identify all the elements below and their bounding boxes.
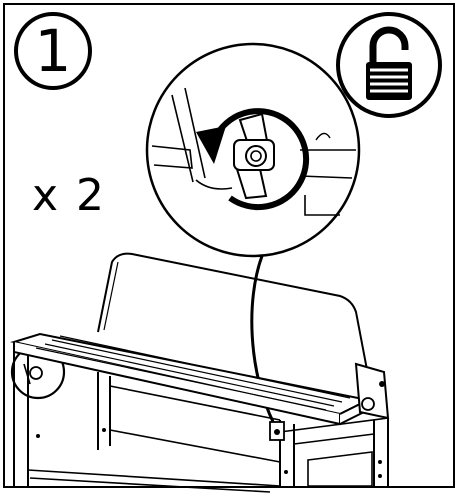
back-panel: [97, 252, 373, 397]
stand-frame: [13, 352, 389, 493]
step-number: 1: [34, 17, 72, 85]
right-bracket: [354, 362, 390, 420]
padlock-graphic: [366, 26, 412, 100]
step-number-badge: 1: [14, 12, 92, 90]
counterclockwise-arrow-icon: [196, 108, 310, 211]
detail-callout: [145, 42, 361, 258]
unlocked-padlock-icon: [336, 12, 442, 118]
table-top: [10, 332, 372, 426]
quantity-label: x 2: [32, 170, 107, 221]
wing-knob-icon: [233, 112, 275, 200]
